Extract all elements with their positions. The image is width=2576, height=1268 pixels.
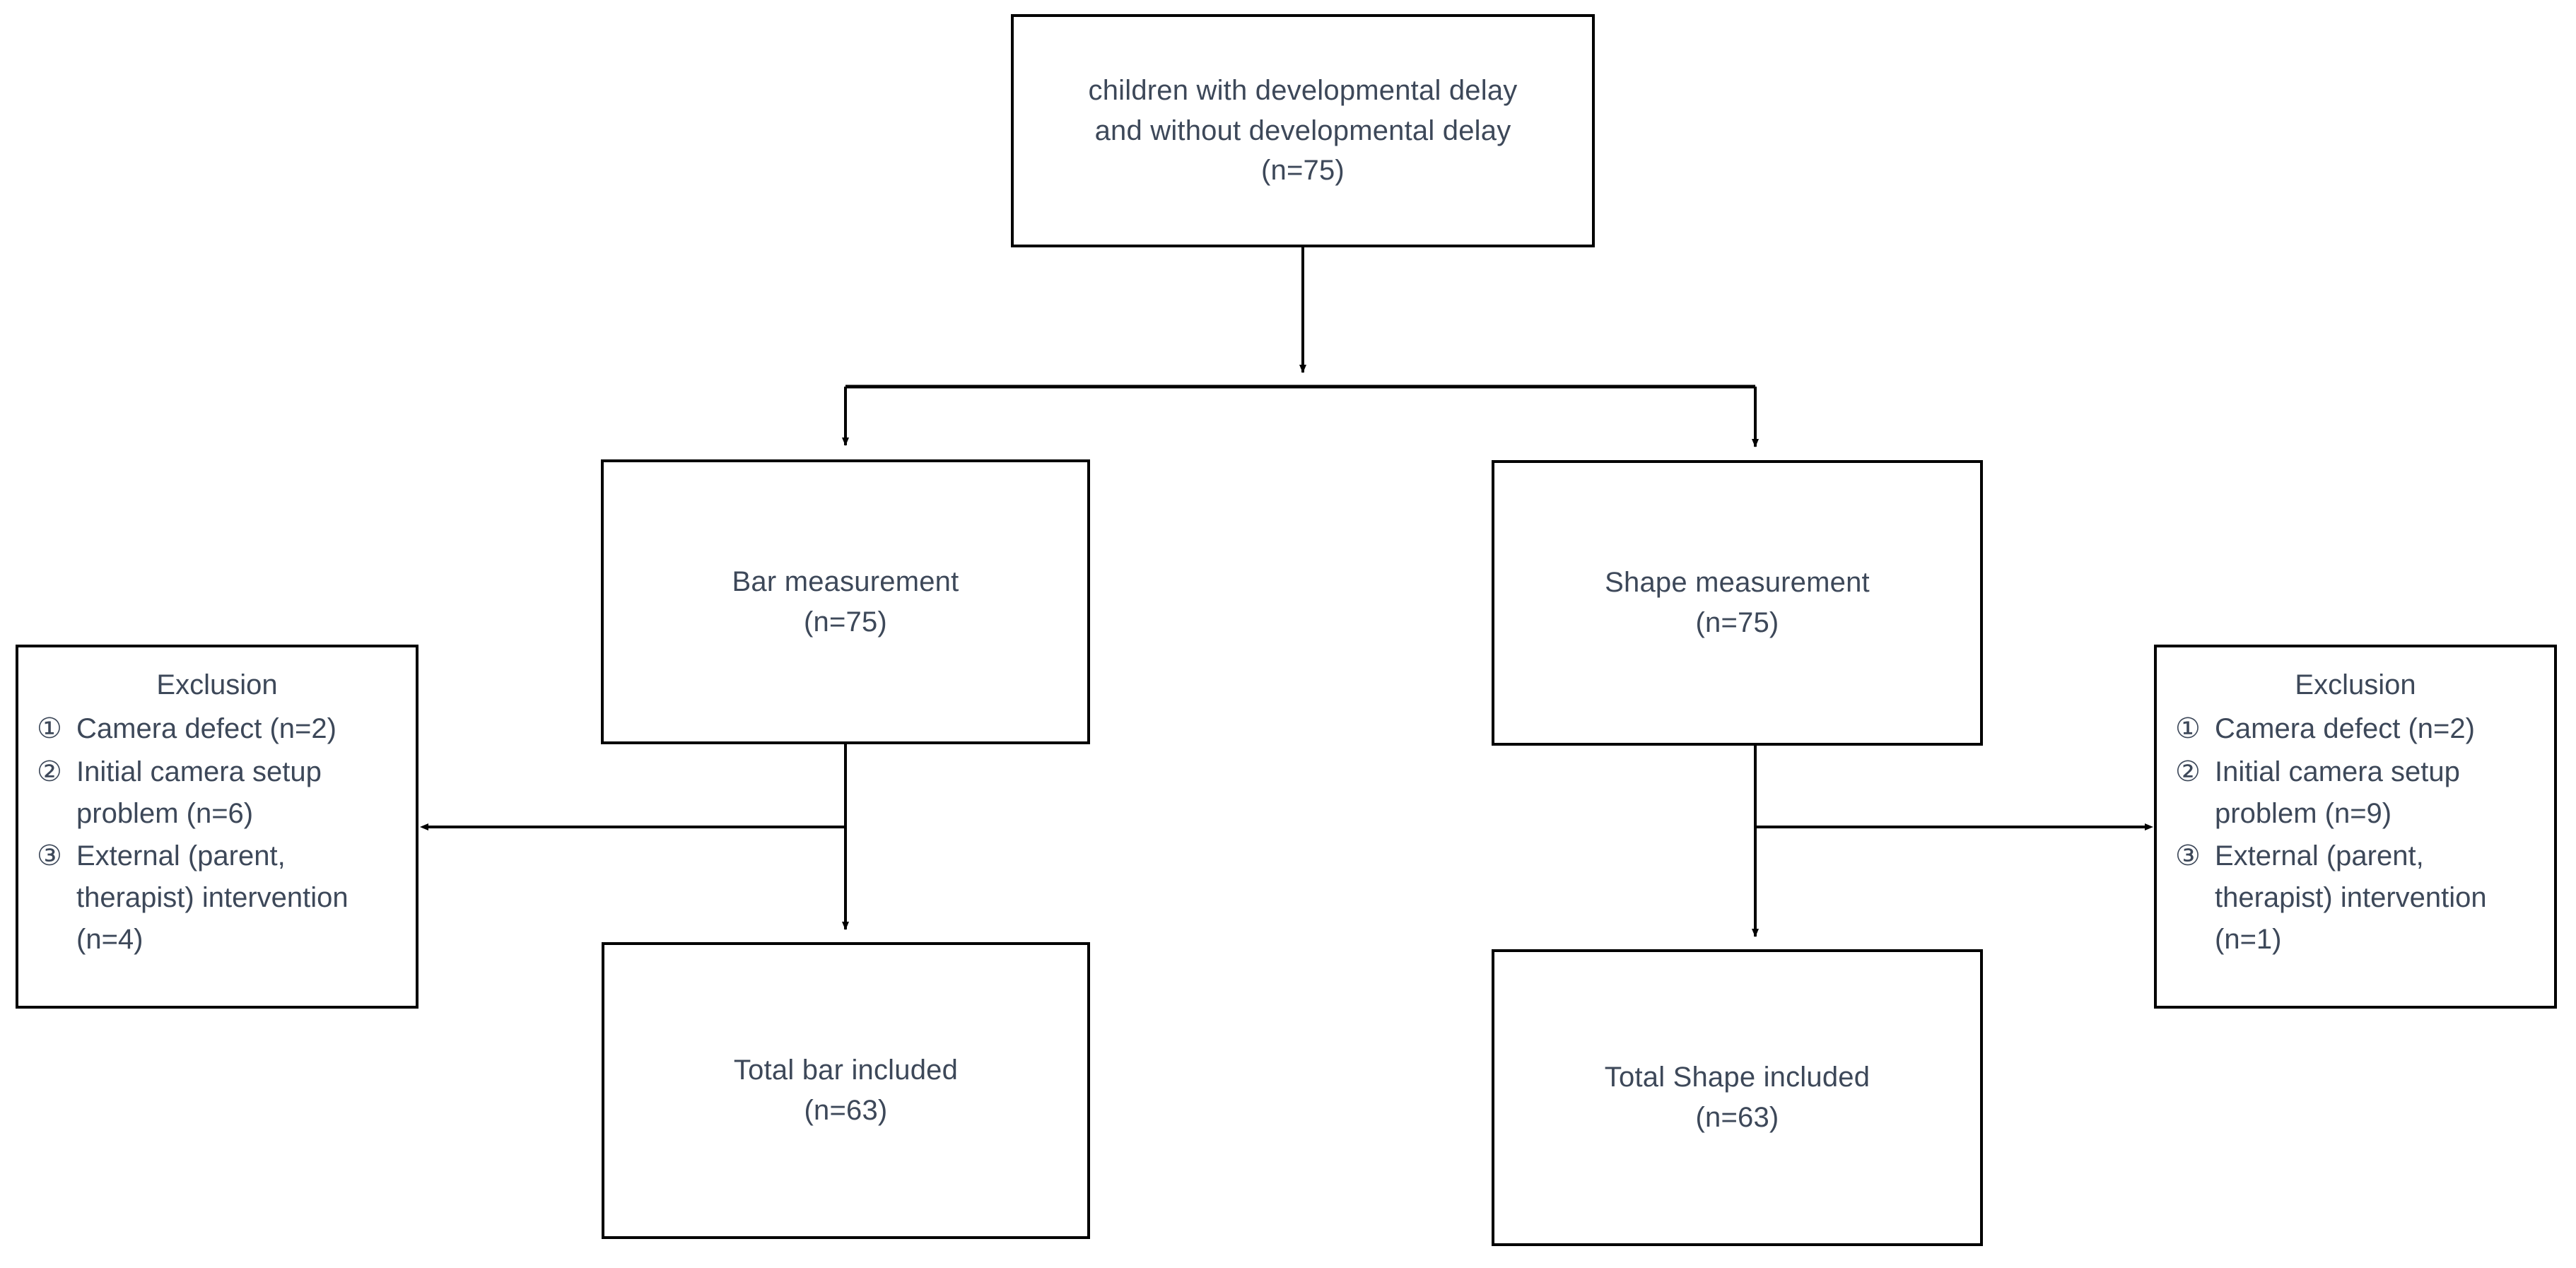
node-bar-measurement-text: Bar measurement (n=75) xyxy=(732,565,959,638)
circled-number-icon: ① xyxy=(37,713,62,744)
node-exclusion-bar[interactable]: Exclusion ① Camera defect (n=2) ② Initia… xyxy=(16,645,418,1009)
list-item: ② Initial camera setup problem (n=6) xyxy=(37,751,397,835)
exclusion-shape-list: ① Camera defect (n=2) ② Initial camera s… xyxy=(2175,708,2536,962)
list-item: ① Camera defect (n=2) xyxy=(2175,708,2536,750)
exclusion-shape-title: Exclusion xyxy=(2295,669,2416,700)
node-shape-total[interactable]: Total Shape included (n=63) xyxy=(1492,949,1983,1246)
list-item-label: Camera defect (n=2) xyxy=(76,713,336,744)
exclusion-bar-list: ① Camera defect (n=2) ② Initial camera s… xyxy=(37,708,397,962)
node-shape-measurement[interactable]: Shape measurement (n=75) xyxy=(1492,460,1983,746)
list-item-label: External (parent, therapist) interventio… xyxy=(76,840,349,955)
node-shape-measurement-text: Shape measurement (n=75) xyxy=(1605,567,1870,638)
node-bar-measurement[interactable]: Bar measurement (n=75) xyxy=(601,459,1090,744)
circled-number-icon: ② xyxy=(37,756,62,787)
list-item-label: External (parent, therapist) interventio… xyxy=(2215,840,2487,955)
list-item-label: Camera defect (n=2) xyxy=(2215,713,2475,744)
circled-number-icon: ① xyxy=(2175,713,2201,744)
list-item: ③ External (parent, therapist) intervent… xyxy=(2175,835,2536,960)
node-exclusion-shape[interactable]: Exclusion ① Camera defect (n=2) ② Initia… xyxy=(2154,645,2557,1009)
node-source-text: children with developmental delay and wi… xyxy=(1088,74,1518,187)
circled-number-icon: ③ xyxy=(37,840,62,872)
node-shape-total-text: Total Shape included (n=63) xyxy=(1604,1062,1870,1133)
list-item: ① Camera defect (n=2) xyxy=(37,708,397,750)
node-bar-total-text: Total bar included (n=63) xyxy=(733,1055,959,1126)
list-item: ③ External (parent, therapist) intervent… xyxy=(37,835,397,960)
list-item-label: Initial camera setup problem (n=6) xyxy=(76,756,322,829)
circled-number-icon: ③ xyxy=(2175,840,2201,872)
circled-number-icon: ② xyxy=(2175,756,2201,787)
list-item: ② Initial camera setup problem (n=9) xyxy=(2175,751,2536,835)
exclusion-bar-title: Exclusion xyxy=(156,669,278,700)
node-bar-total[interactable]: Total bar included (n=63) xyxy=(602,942,1090,1239)
node-source[interactable]: children with developmental delay and wi… xyxy=(1011,14,1595,247)
list-item-label: Initial camera setup problem (n=9) xyxy=(2215,756,2460,829)
